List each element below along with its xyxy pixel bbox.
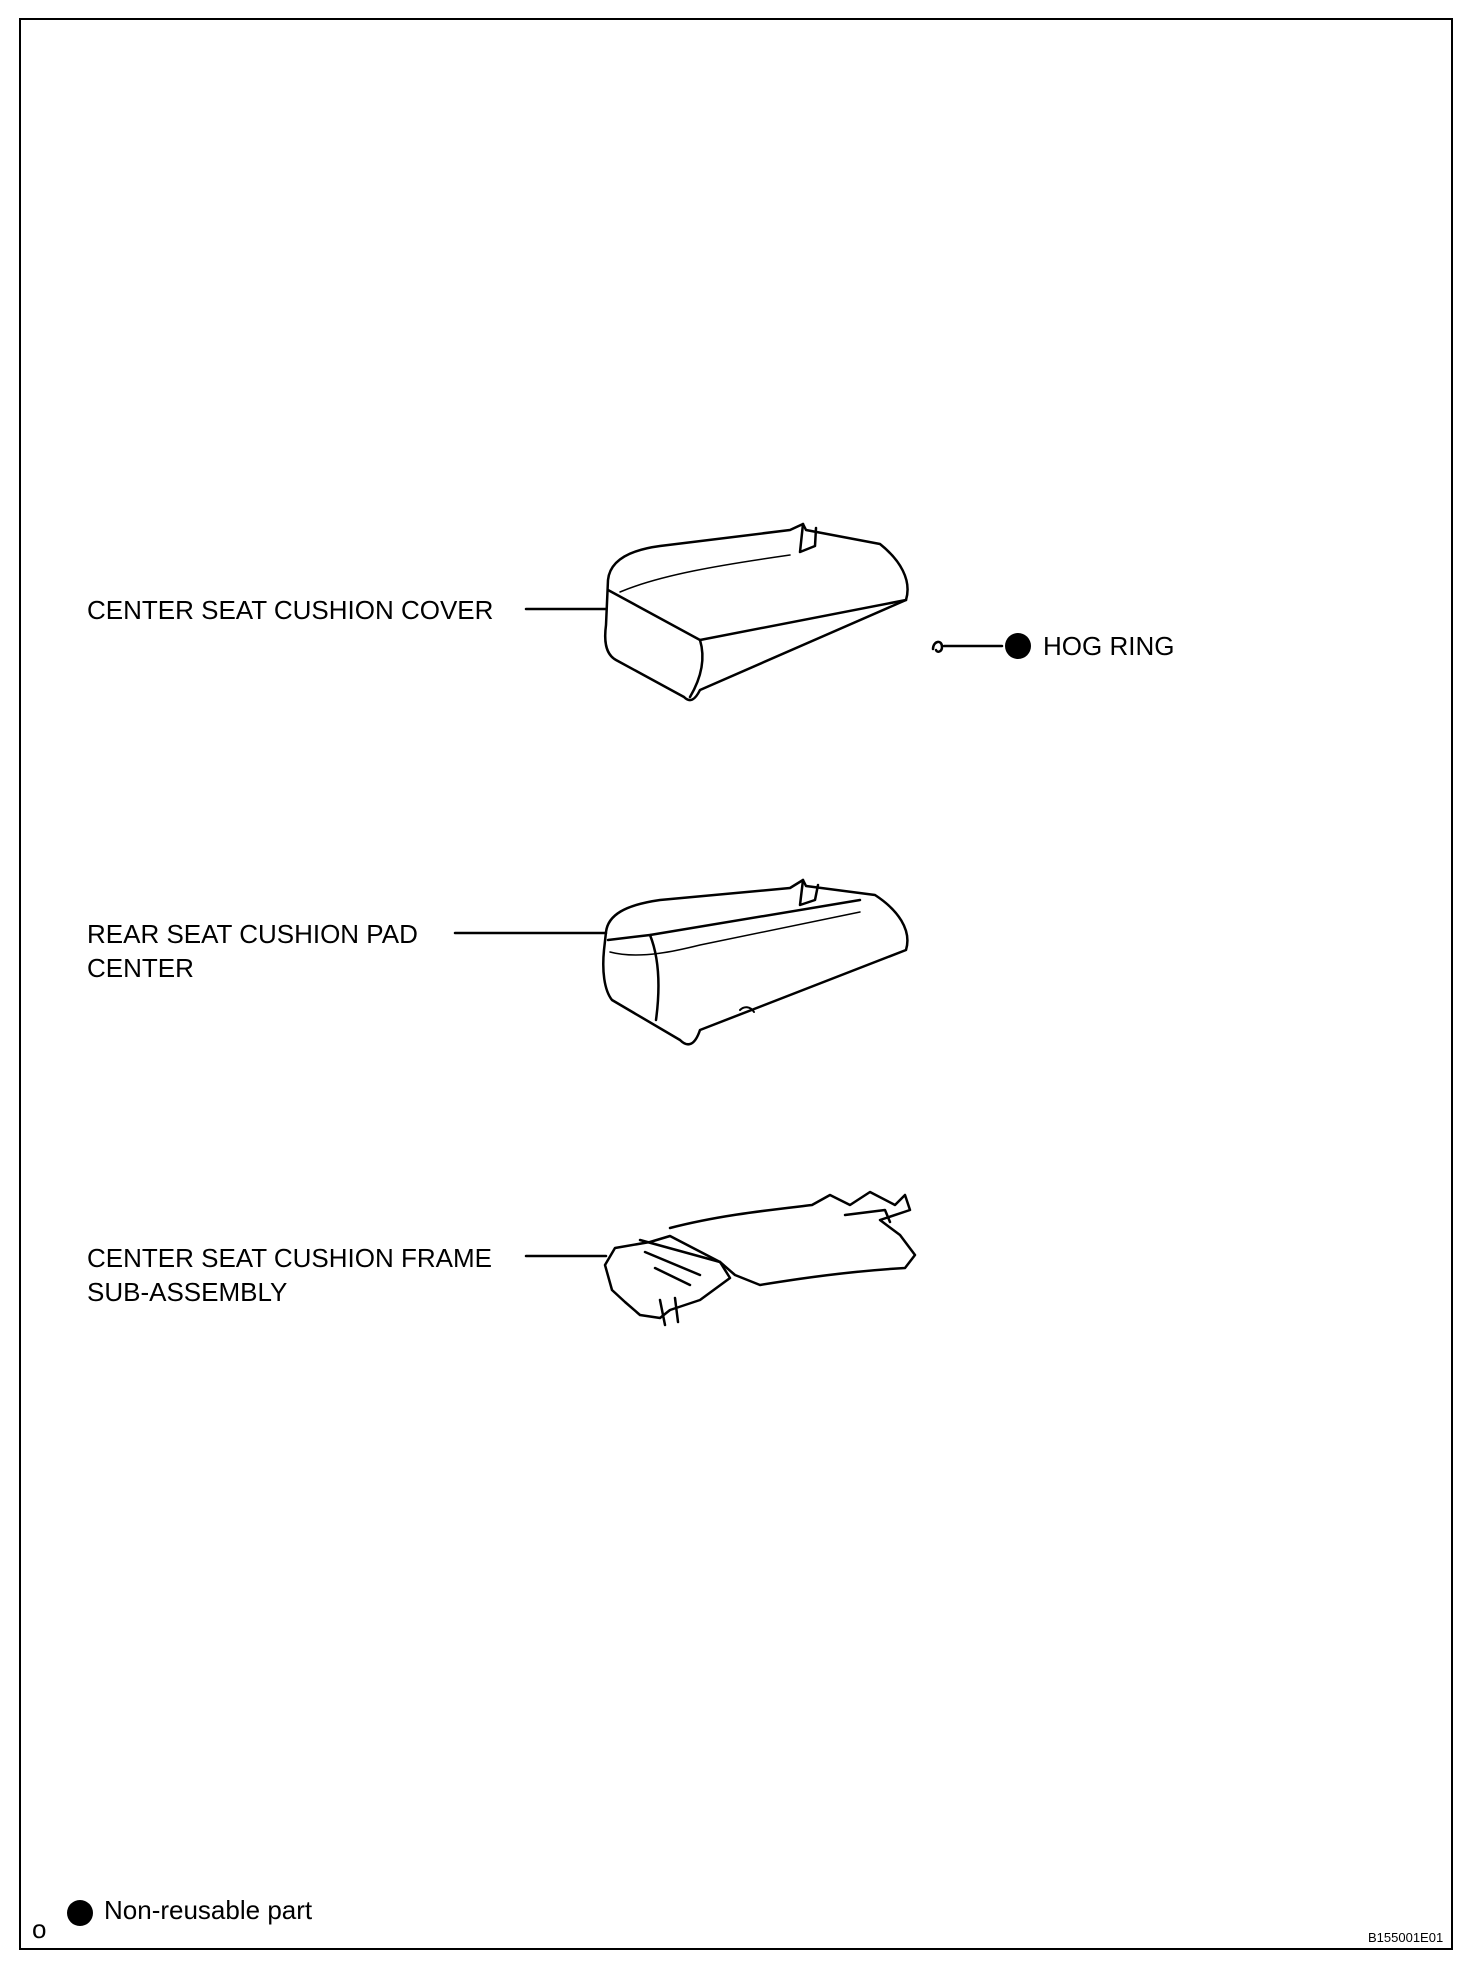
cushion-pad-illustration: [602, 878, 909, 1046]
diagram-frame: [19, 18, 1453, 1950]
legend-dot-icon: [67, 1900, 93, 1926]
figure-code: B155001E01: [1368, 1930, 1444, 1945]
cushion-frame-illustration: [603, 1190, 917, 1327]
legend-text: Non-reusable part: [104, 1895, 313, 1925]
cover-label: CENTER SEAT CUSHION COVER: [87, 595, 494, 625]
frame-label-line2: SUB-ASSEMBLY: [87, 1277, 288, 1307]
non-reusable-dot-icon: [1005, 633, 1031, 659]
footer-left-mark: o: [32, 1914, 47, 1944]
hog-ring-icon: [931, 640, 944, 653]
cushion-cover-illustration: [603, 522, 909, 702]
frame-label-line1: CENTER SEAT CUSHION FRAME: [87, 1243, 492, 1273]
pad-label-line1: REAR SEAT CUSHION PAD: [87, 919, 418, 949]
hog-ring-label: HOG RING: [1043, 631, 1175, 661]
pad-label-line2: CENTER: [87, 953, 194, 983]
